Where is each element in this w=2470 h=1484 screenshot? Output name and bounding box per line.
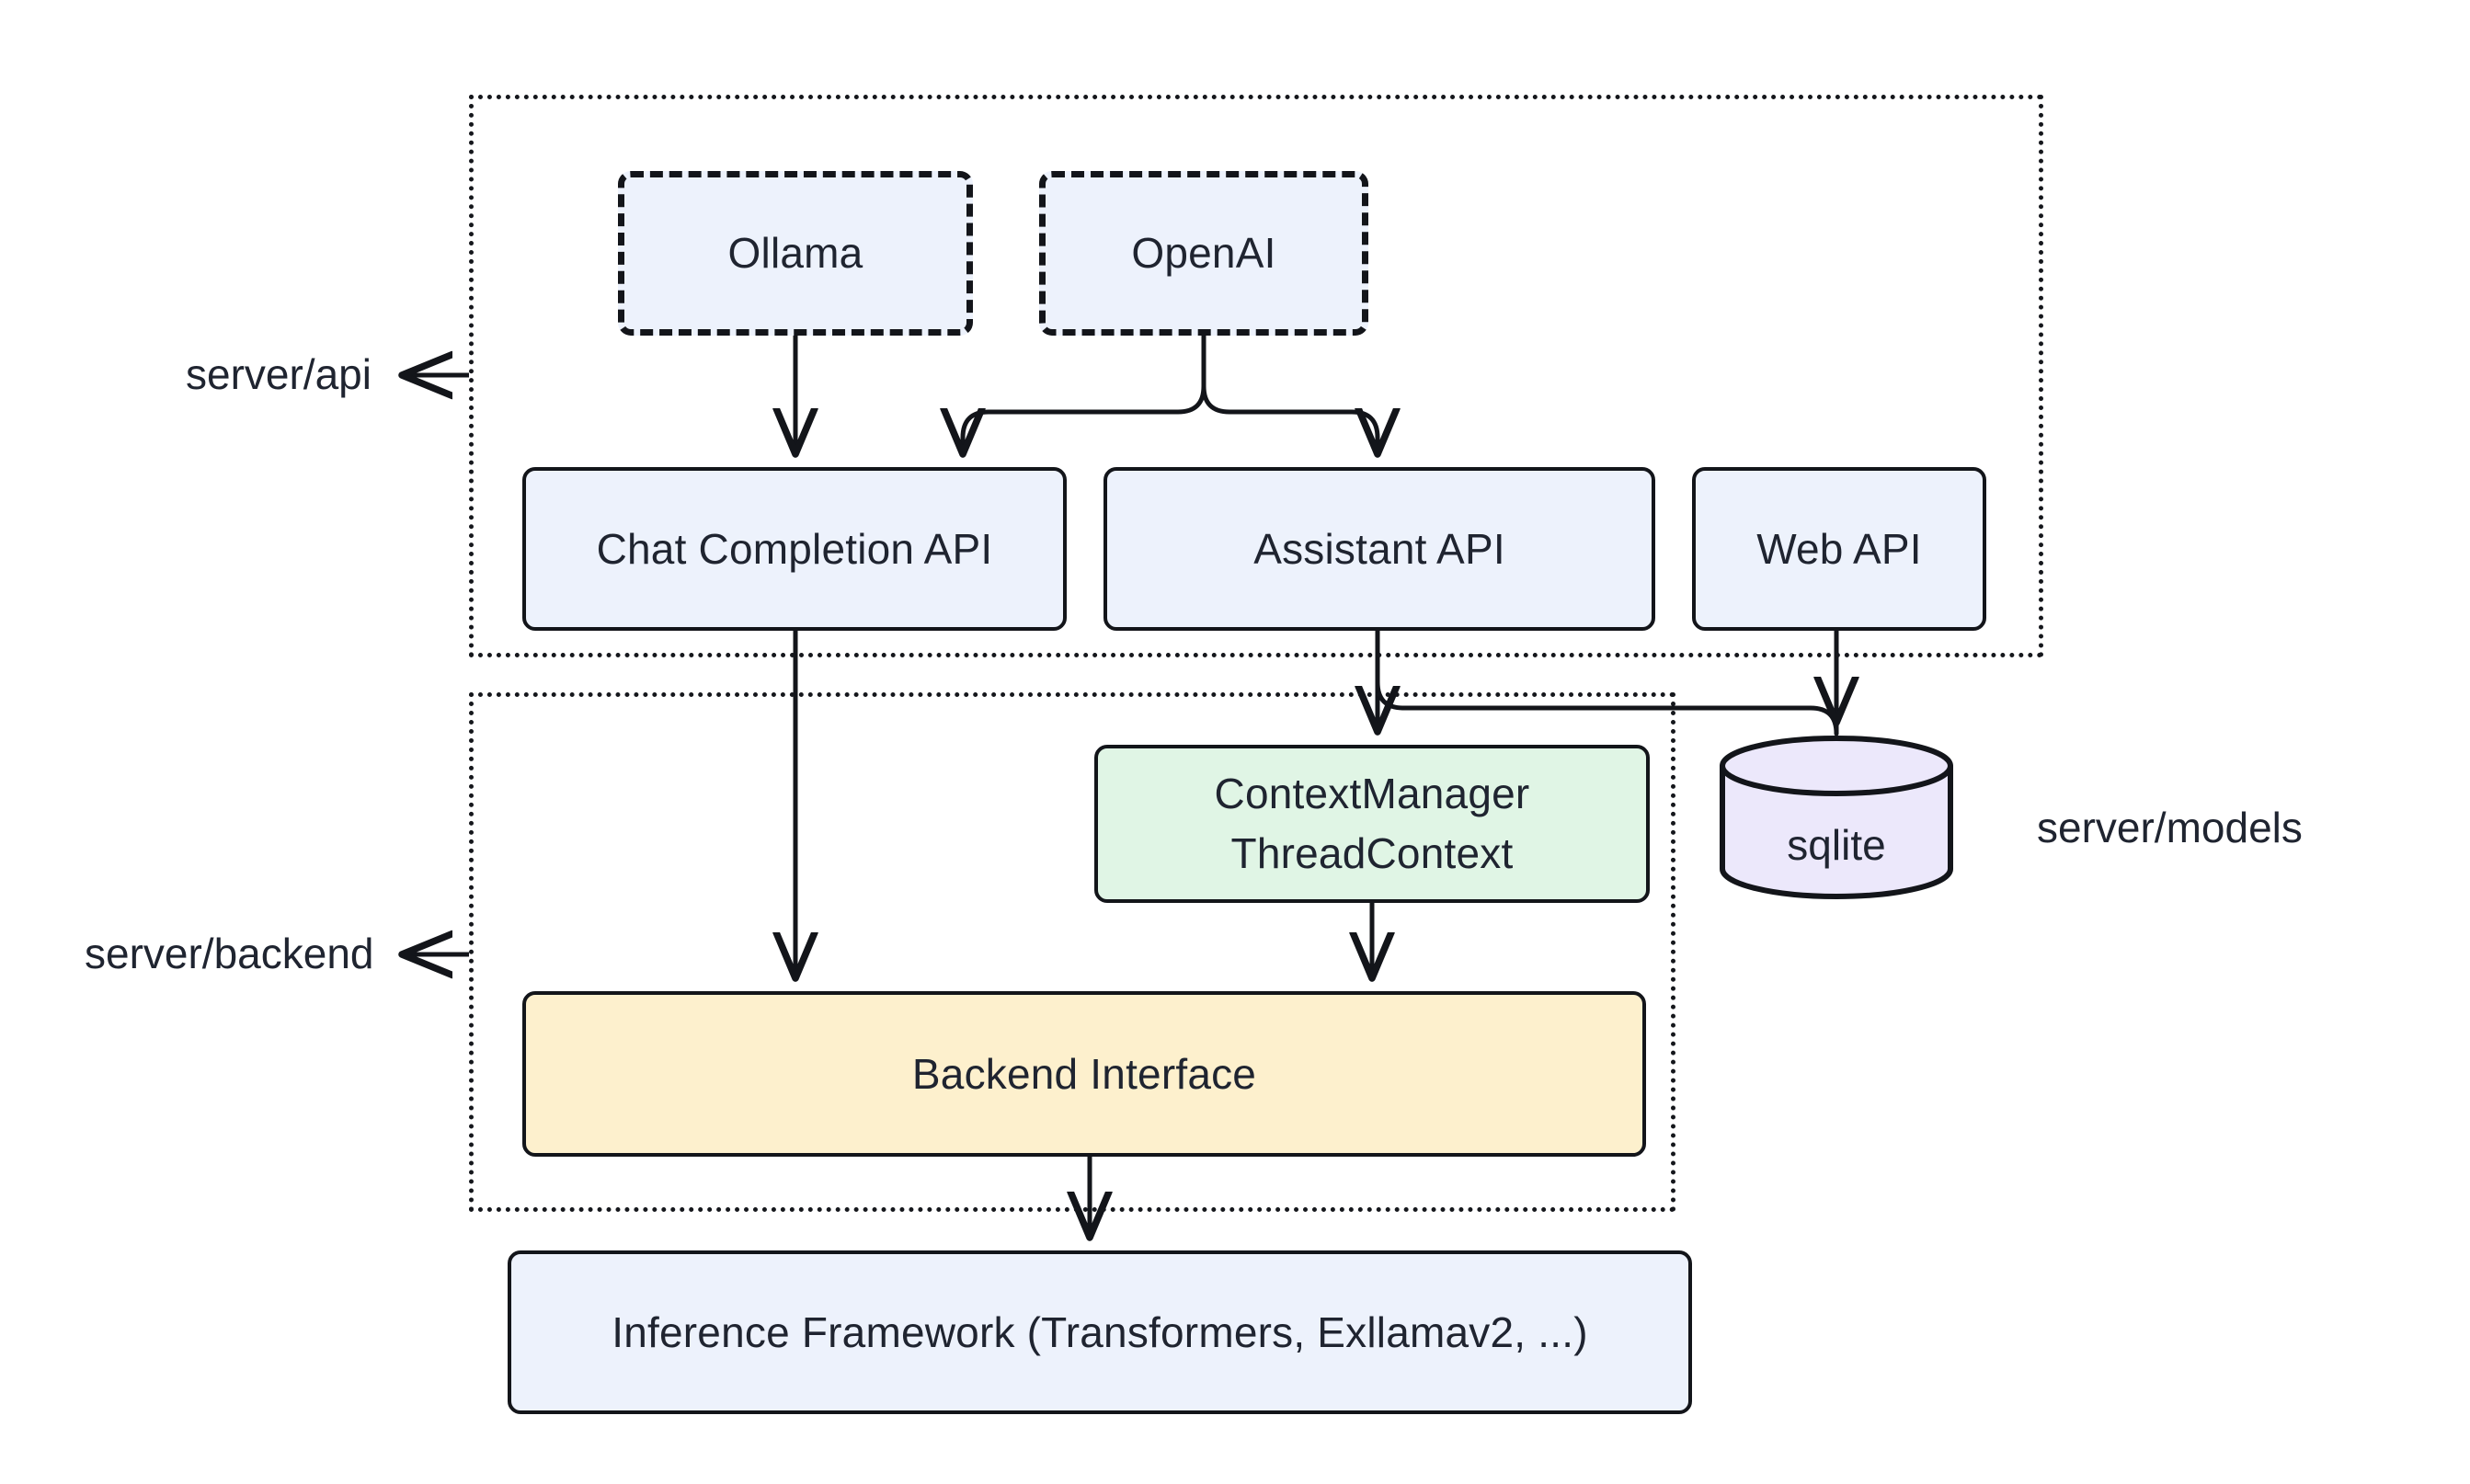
node-web-api-label: Web API [1756, 524, 1922, 573]
group-label-server-models: server/models [2037, 804, 2303, 851]
node-context-manager[interactable]: ContextManager ThreadContext [1094, 745, 1650, 903]
node-assistant-api[interactable]: Assistant API [1103, 467, 1655, 631]
node-chat-completion-api-label: Chat Completion API [596, 524, 993, 573]
group-server-api [469, 95, 2043, 657]
node-context-manager-label-line2: ThreadContext [1230, 829, 1514, 877]
node-openai-label: OpenAI [1131, 229, 1276, 278]
group-label-server-backend: server/backend [85, 930, 374, 977]
node-assistant-api-label: Assistant API [1253, 524, 1505, 573]
cylinder-icon [1720, 736, 1953, 899]
node-web-api[interactable]: Web API [1692, 467, 1986, 631]
node-context-manager-label-line1: ContextManager [1214, 770, 1530, 818]
edge-openai-to-chat [963, 336, 1206, 451]
edge-openai-to-assistant [1201, 336, 1378, 451]
node-backend-interface[interactable]: Backend Interface [522, 991, 1646, 1157]
node-chat-completion-api[interactable]: Chat Completion API [522, 467, 1067, 631]
node-ollama-label: Ollama [727, 229, 863, 278]
node-sqlite[interactable]: sqlite [1718, 736, 1955, 899]
group-label-server-api: server/api [186, 350, 372, 398]
node-inference-framework-label: Inference Framework (Transformers, Exlla… [612, 1307, 1588, 1356]
node-backend-interface-label: Backend Interface [911, 1049, 1257, 1098]
node-inference-framework[interactable]: Inference Framework (Transformers, Exlla… [508, 1250, 1692, 1414]
group-server-backend [469, 692, 1675, 1212]
node-ollama[interactable]: Ollama [618, 171, 973, 336]
node-openai[interactable]: OpenAI [1039, 171, 1368, 336]
